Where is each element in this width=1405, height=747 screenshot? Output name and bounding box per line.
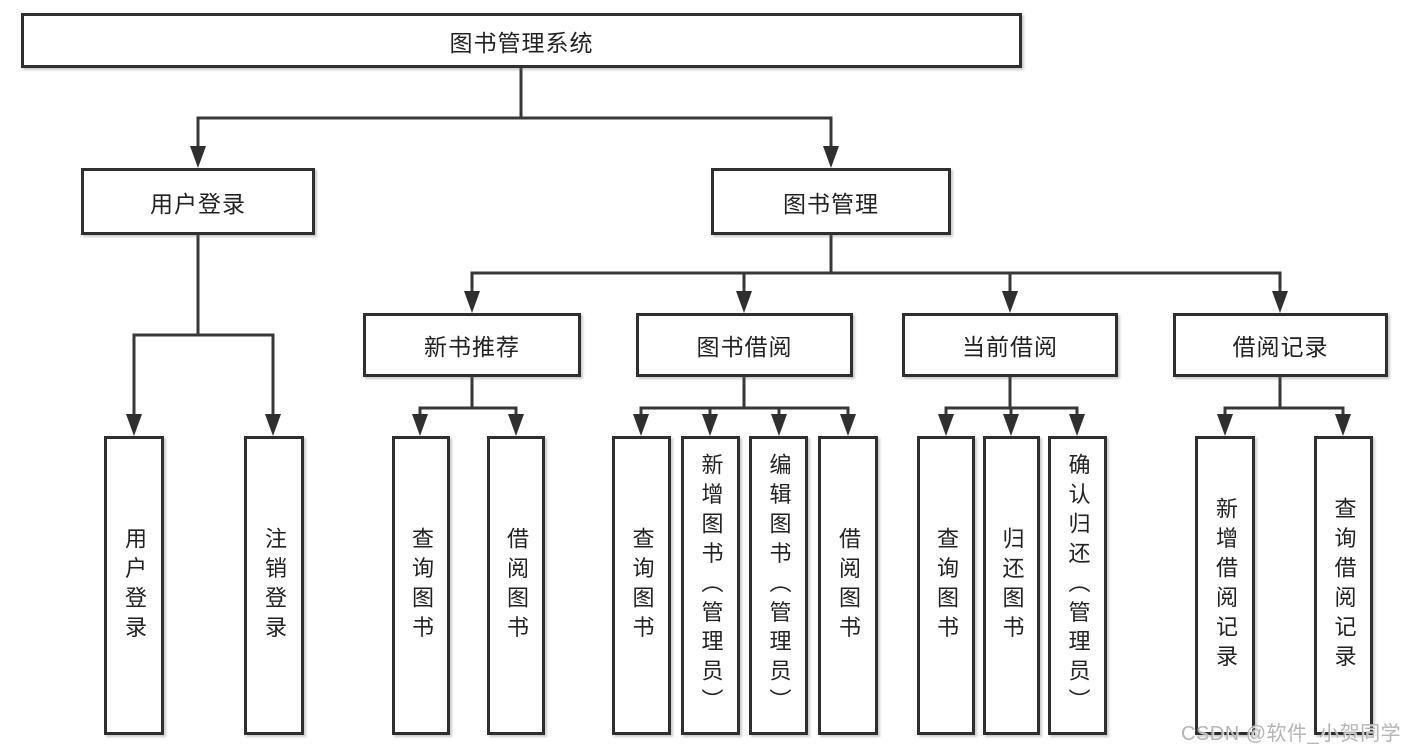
leaf-return-book-label: 归还图书 xyxy=(999,526,1025,645)
arrowheads xyxy=(126,146,1351,436)
leaf-user-login: 用户登录 xyxy=(104,436,164,735)
leaf-confirm-return-admin-label: 确认归还（管理员） xyxy=(1065,452,1091,719)
node-new-book-recommend-label: 新书推荐 xyxy=(424,334,520,360)
leaf-edit-book-admin-label: 编辑图书（管理员） xyxy=(766,452,792,719)
leaf-query-book-2-label: 查询图书 xyxy=(629,526,655,645)
leaf-add-book-admin-label: 新增图书（管理员） xyxy=(698,452,724,719)
node-borrow-record-label: 借阅记录 xyxy=(1232,334,1329,360)
leaf-borrow-book-1-label: 借阅图书 xyxy=(504,526,529,645)
leaf-query-borrow-record-label: 查询借阅记录 xyxy=(1331,497,1357,674)
leaf-borrow-book-2: 借阅图书 xyxy=(818,436,878,735)
leaf-user-login-label: 用户登录 xyxy=(122,526,147,645)
leaf-edit-book-admin: 编辑图书（管理员） xyxy=(749,436,808,735)
leaf-query-book-3-label: 查询图书 xyxy=(934,526,959,645)
connector-borrowmgmt-children xyxy=(639,375,850,417)
leaf-borrow-book-1: 借阅图书 xyxy=(487,436,545,735)
leaf-borrow-book-2-label: 借阅图书 xyxy=(836,526,861,645)
node-book-borrow-label: 图书借阅 xyxy=(696,334,793,360)
connector-newbook-children xyxy=(418,375,518,417)
leaf-query-book-2: 查询图书 xyxy=(612,436,671,735)
node-user-login-label: 用户登录 xyxy=(150,190,246,217)
node-user-login: 用户登录 xyxy=(81,168,315,235)
leaf-add-book-admin: 新增图书（管理员） xyxy=(681,436,740,735)
leaf-query-book-1-label: 查询图书 xyxy=(409,526,434,645)
node-root-system: 图书管理系统 xyxy=(21,13,1022,68)
node-current-borrow: 当前借阅 xyxy=(902,313,1118,377)
node-book-management-label: 图书管理 xyxy=(783,190,879,217)
leaf-logout-label: 注销登录 xyxy=(262,526,287,645)
leaf-confirm-return-admin: 确认归还（管理员） xyxy=(1048,436,1107,735)
connector-bookmgmt-children xyxy=(470,233,1282,294)
leaf-query-book-1: 查询图书 xyxy=(392,436,450,735)
node-root-label: 图书管理系统 xyxy=(449,29,594,56)
leaf-logout: 注销登录 xyxy=(244,436,304,735)
node-current-borrow-label: 当前借阅 xyxy=(962,334,1058,360)
node-book-borrow: 图书借阅 xyxy=(636,313,853,377)
connector-root-to-level2 xyxy=(196,66,833,148)
connector-borrowrecord-children xyxy=(1223,375,1345,417)
connector-currentborrow-children xyxy=(944,375,1079,417)
connector-userlogin-children xyxy=(132,233,275,417)
leaf-query-book-3: 查询图书 xyxy=(917,436,975,735)
leaf-add-borrow-record-label: 新增借阅记录 xyxy=(1213,497,1238,674)
node-new-book-recommend: 新书推荐 xyxy=(363,313,581,377)
leaf-add-borrow-record: 新增借阅记录 xyxy=(1195,436,1255,735)
node-book-management: 图书管理 xyxy=(711,168,951,235)
leaf-query-borrow-record: 查询借阅记录 xyxy=(1314,436,1373,735)
leaf-return-book: 归还图书 xyxy=(983,436,1040,735)
node-borrow-record: 借阅记录 xyxy=(1173,313,1388,377)
csdn-watermark: CSDN @软件_小贺同学 xyxy=(1181,723,1402,745)
